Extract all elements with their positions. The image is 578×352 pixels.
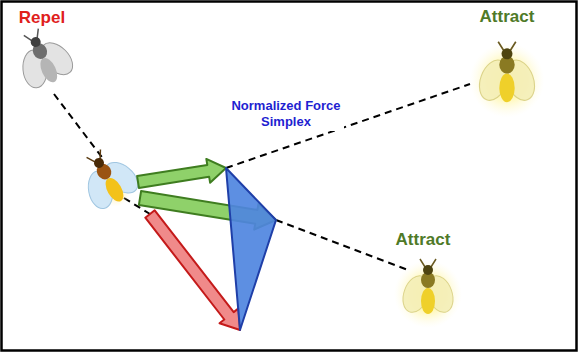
- attract-label: Attract: [478, 6, 537, 27]
- attract-line: [276, 220, 408, 270]
- force-simplex: [226, 168, 276, 330]
- simplex-label: Normalized Force Simplex: [228, 98, 344, 131]
- repel-line: [54, 94, 104, 160]
- attract-line: [226, 84, 470, 168]
- repel-arrow: [145, 210, 240, 330]
- attract-label: Attract: [394, 229, 453, 250]
- repel-label: Repel: [17, 7, 67, 28]
- glowing-firefly: [394, 259, 462, 328]
- grey-firefly: [4, 20, 82, 97]
- attract-arrow: [137, 159, 226, 188]
- glowing-firefly: [470, 42, 545, 118]
